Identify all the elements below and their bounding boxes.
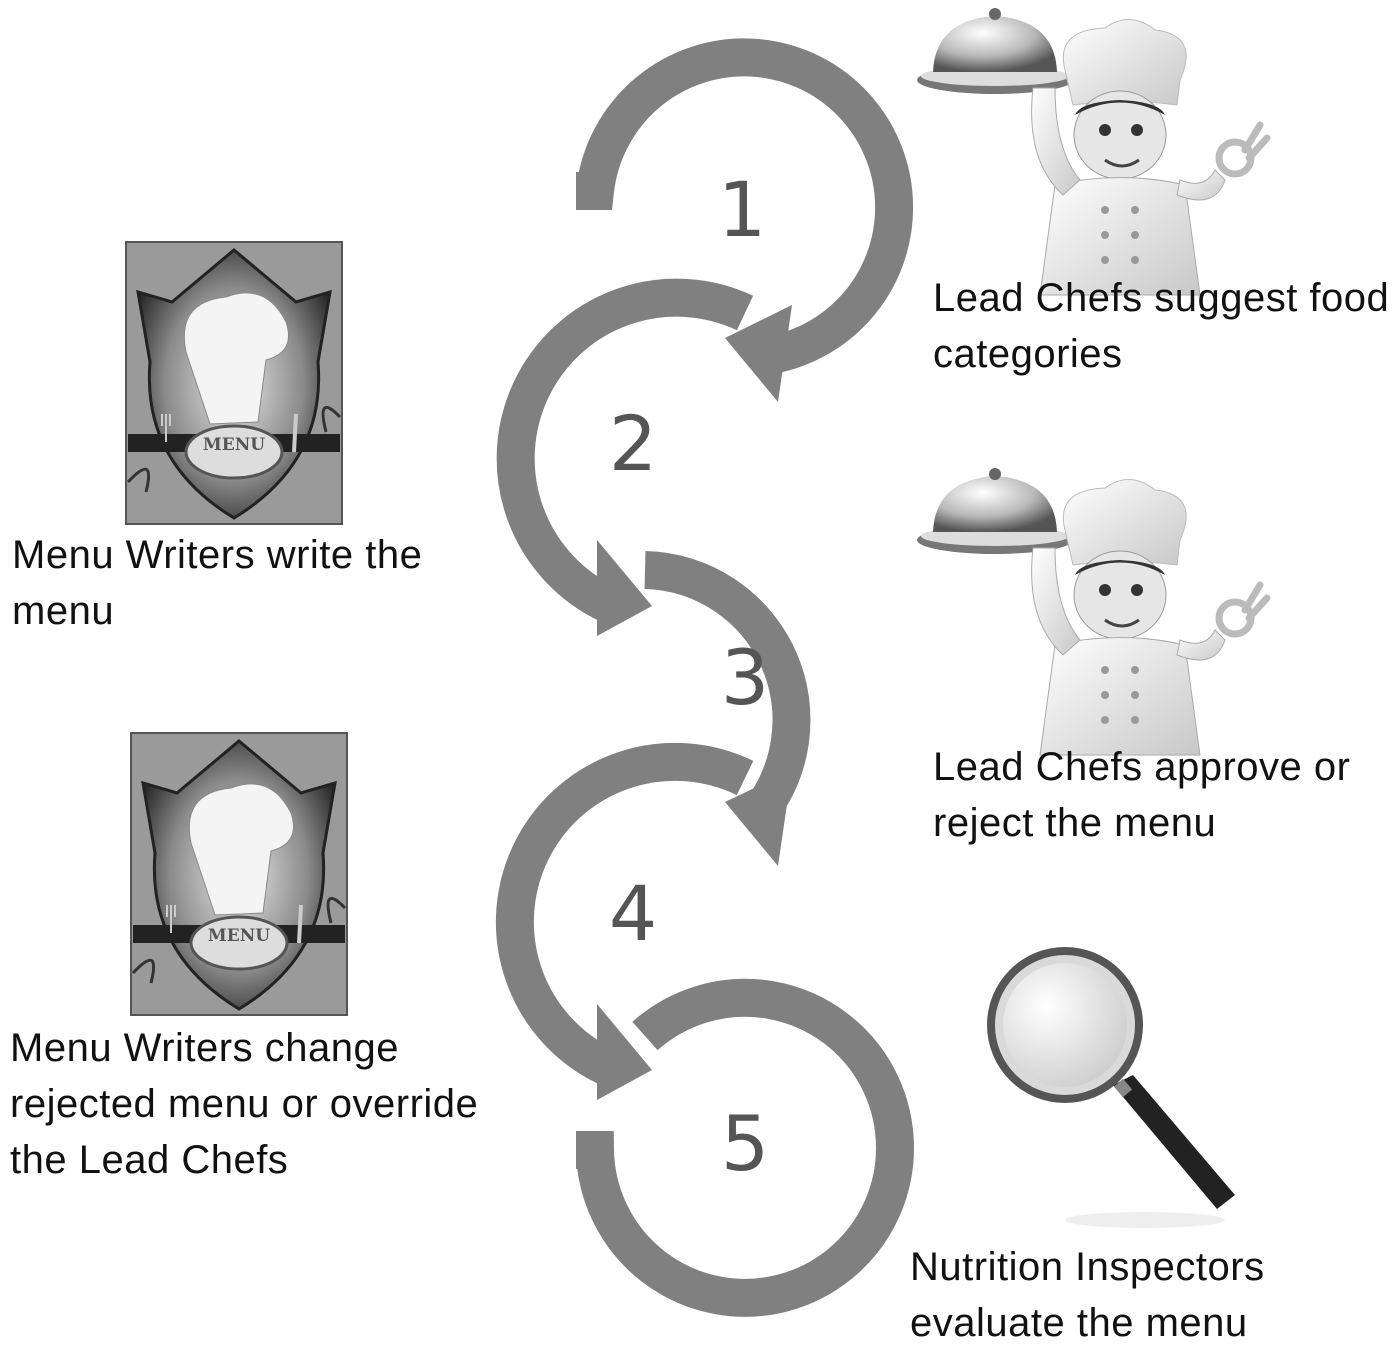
caption-line: rejected menu or override xyxy=(10,1082,479,1126)
caption-step-2: Menu Writers write the menu xyxy=(12,527,422,639)
magnifying-glass-icon xyxy=(987,947,1235,1228)
step-number-3: 3 xyxy=(721,633,769,722)
arrowhead-2 xyxy=(597,540,652,636)
caption-step-1: Lead Chefs suggest food categories xyxy=(933,270,1389,382)
menu-card-icon: MENU xyxy=(129,731,349,1017)
caption-line: Menu Writers change xyxy=(10,1026,399,1070)
menu-card-label: MENU xyxy=(208,926,270,946)
caption-step-3: Lead Chefs approve or reject the menu xyxy=(933,739,1350,851)
loop-arrow-1 xyxy=(576,38,914,376)
process-arrows xyxy=(495,38,914,1317)
caption-line: Lead Chefs suggest food xyxy=(933,276,1390,320)
caption-line: Nutrition Inspectors xyxy=(910,1245,1265,1289)
menu-card-icon: MENU xyxy=(124,240,344,526)
caption-line: reject the menu xyxy=(933,801,1217,845)
arrowhead-4 xyxy=(597,1004,652,1100)
caption-line: categories xyxy=(933,332,1123,376)
loop-arrow-2 xyxy=(496,278,754,622)
caption-line: Lead Chefs approve or xyxy=(933,745,1351,789)
step-number-5: 5 xyxy=(721,1099,769,1188)
step-number-2: 2 xyxy=(609,399,657,488)
caption-line: Menu Writers write the xyxy=(12,533,423,577)
step-numbers: 1 2 3 4 5 xyxy=(609,165,769,1188)
caption-step-4: Menu Writers change rejected menu or ove… xyxy=(10,1020,478,1188)
step-number-1: 1 xyxy=(718,165,766,254)
arrowheads xyxy=(597,305,792,1100)
caption-line: evaluate the menu xyxy=(910,1301,1248,1345)
step-number-4: 4 xyxy=(609,869,657,958)
caption-line: the Lead Chefs xyxy=(10,1138,289,1182)
arrowhead-1 xyxy=(725,305,792,402)
chef-with-cloche-icon xyxy=(917,468,1267,755)
chef-with-cloche-icon xyxy=(917,8,1267,295)
arrowhead-3 xyxy=(725,770,792,866)
loop-arrow-4 xyxy=(495,742,754,1084)
caption-line: menu xyxy=(12,589,115,633)
loop-arrow-5 xyxy=(576,978,914,1317)
menu-card-label: MENU xyxy=(203,435,265,455)
caption-step-5: Nutrition Inspectors evaluate the menu xyxy=(910,1239,1265,1351)
